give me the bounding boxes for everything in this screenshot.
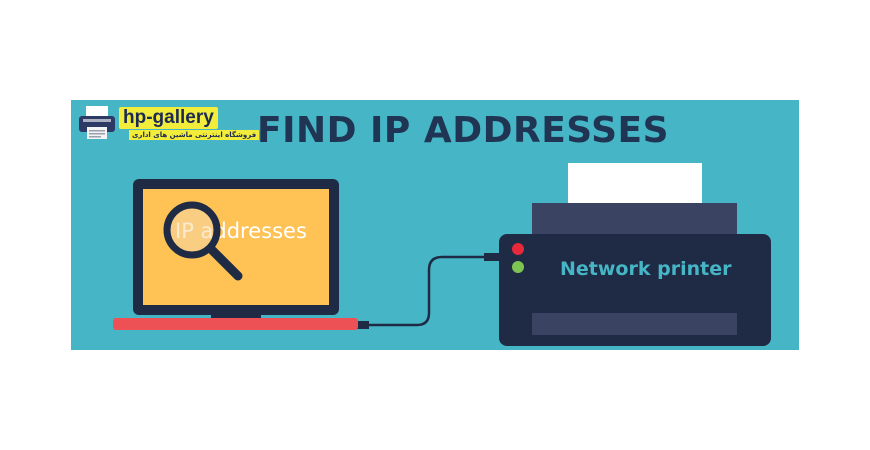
cable-plug-laptop [357,321,369,329]
printer-output-slot [532,313,737,335]
network-cable [357,253,499,329]
page-title: FIND IP ADDRESSES [257,110,670,151]
cable-plug-printer [484,253,499,261]
logo-name: hp-gallery [119,107,218,129]
status-led-red [512,243,524,255]
status-led-green [512,261,524,273]
laptop-hinge [211,315,261,319]
printer-label: Network printer [560,258,732,280]
logo-tagline: فروشگاه اینترنتی ماشین های اداری [129,130,260,140]
printer-icon [79,106,115,139]
logo[interactable]: hp-gallery فروشگاه اینترنتی ماشین های اد… [77,103,260,145]
banner: hp-gallery فروشگاه اینترنتی ماشین های اد… [71,100,799,350]
magnifying-glass-icon [163,201,243,281]
network-printer: Network printer [499,234,771,346]
laptop-base [113,318,358,330]
